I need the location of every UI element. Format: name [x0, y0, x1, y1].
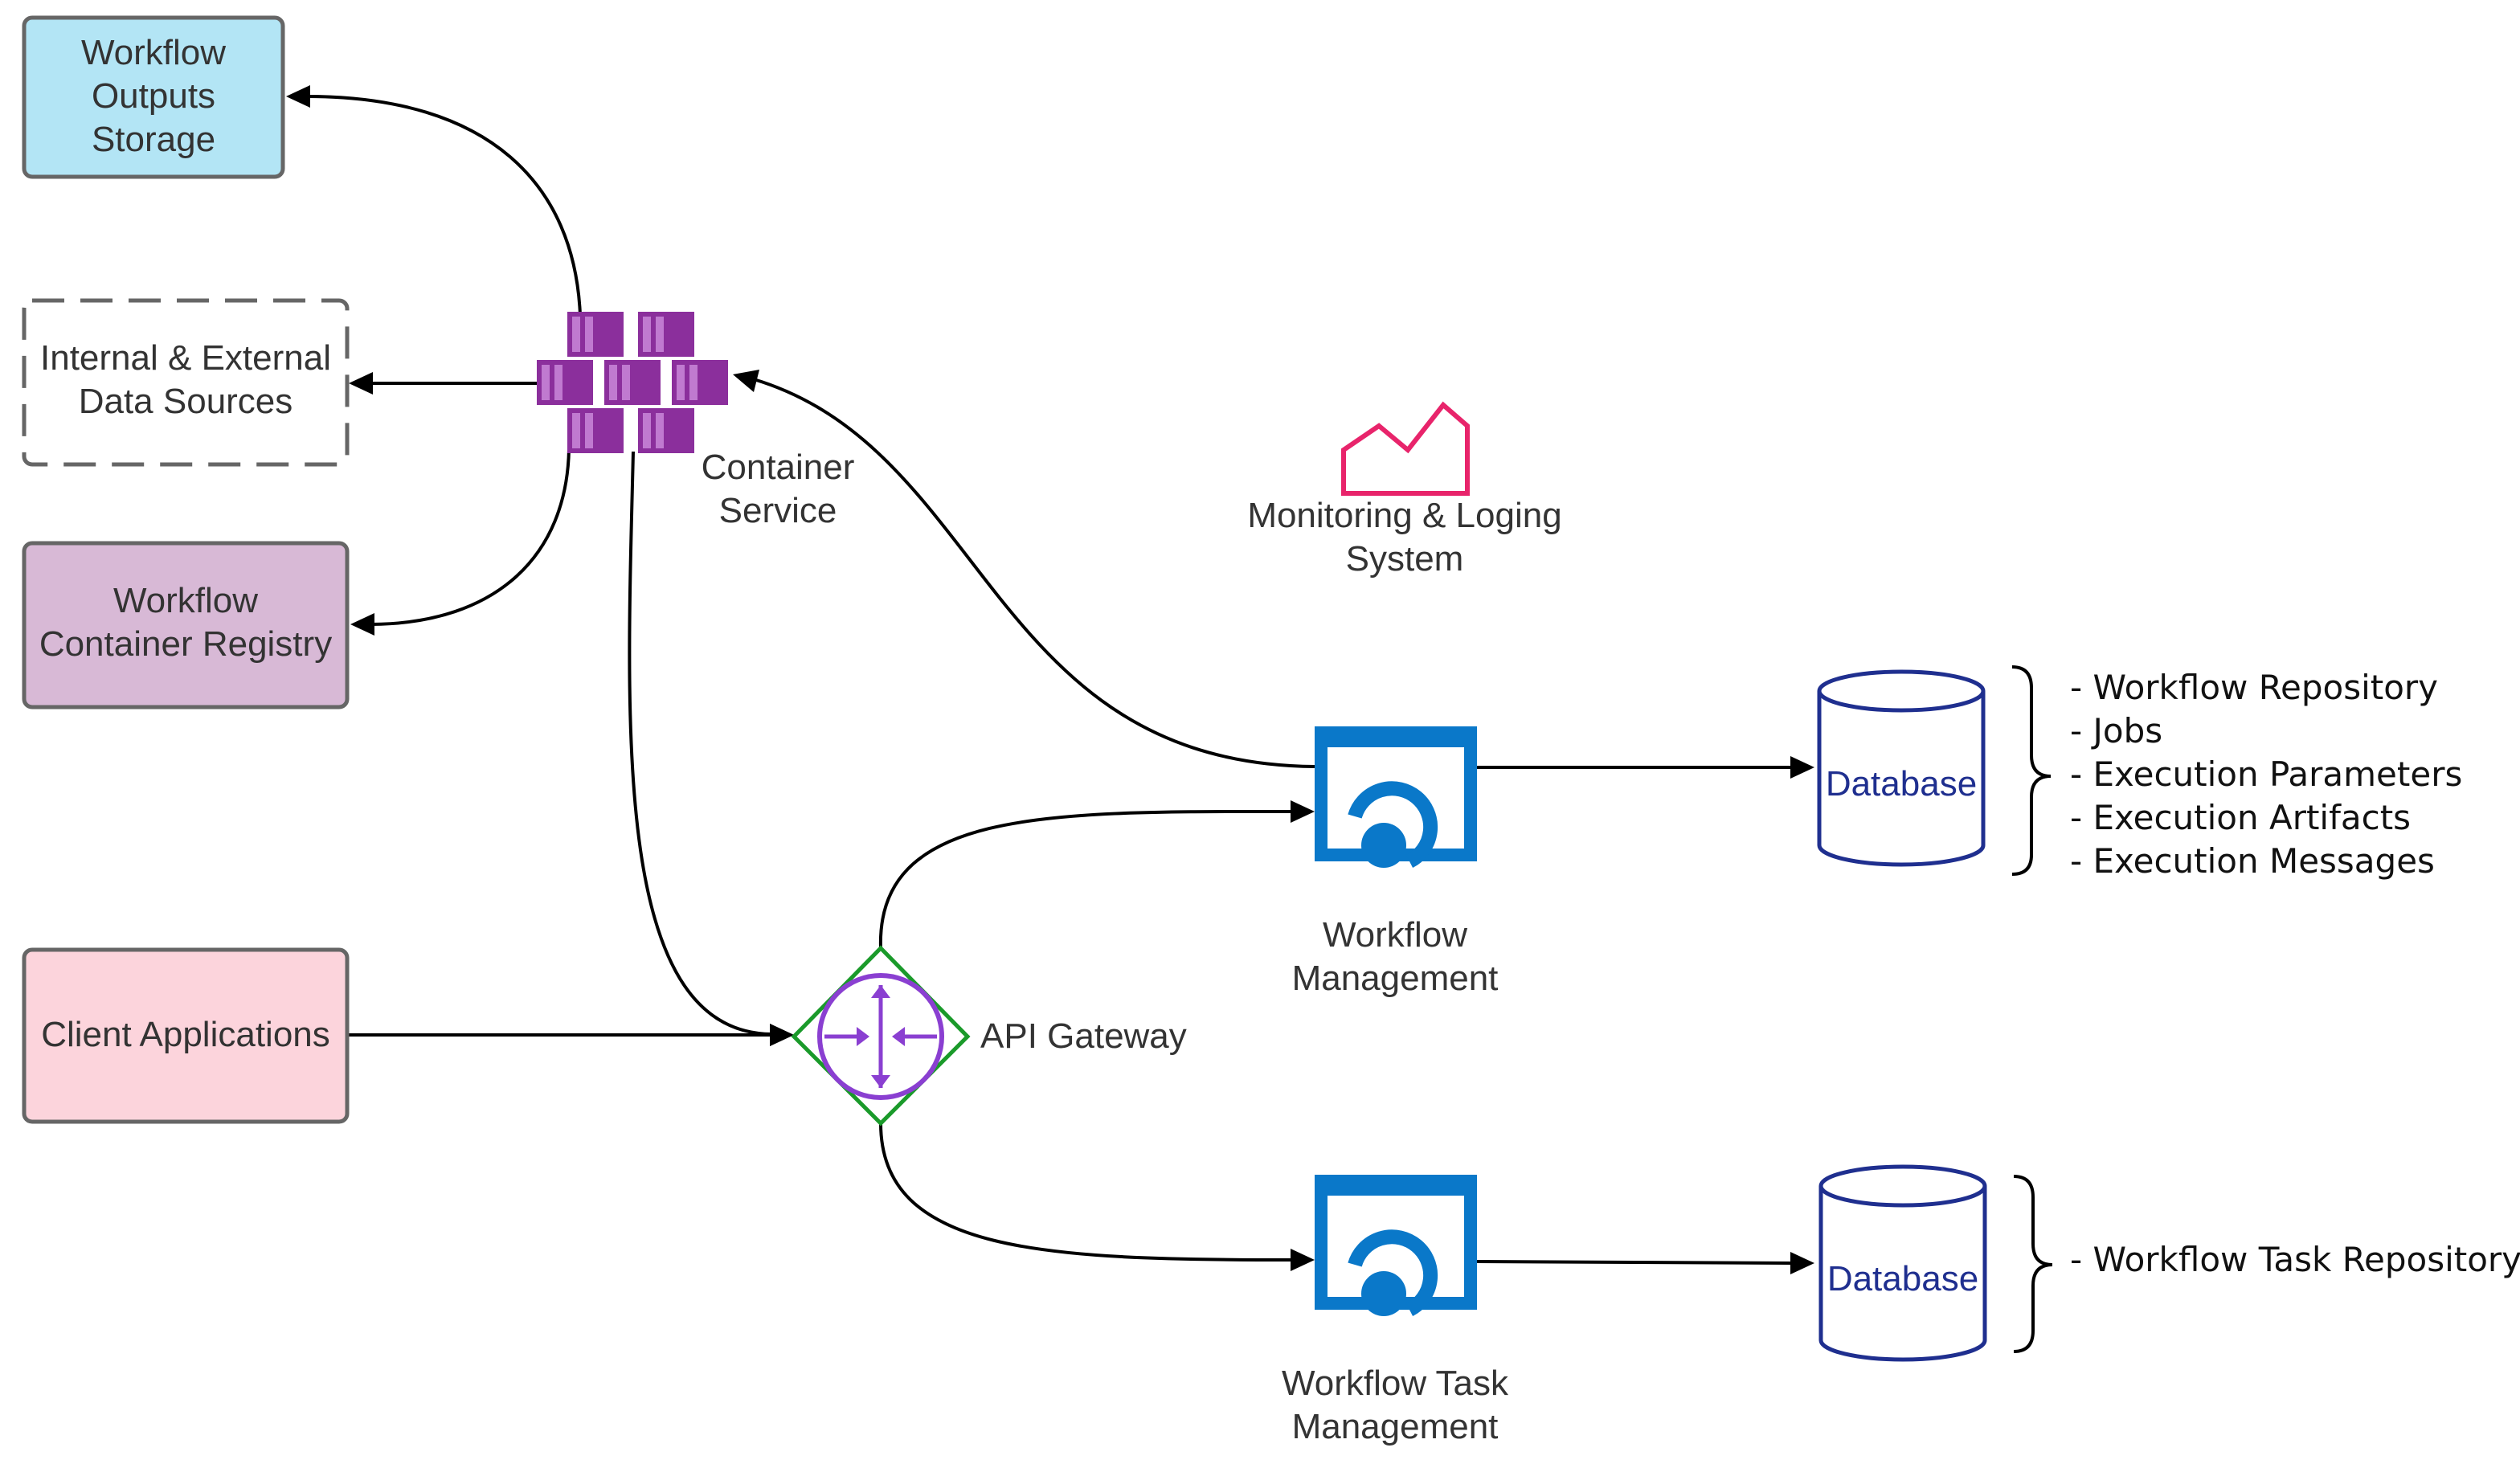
task-mgmt-line-1: Workflow Task	[1282, 1364, 1509, 1403]
container-registry-line-1: Workflow	[113, 581, 258, 620]
edge-gateway-to-task-mgmt	[879, 1123, 1295, 1262]
container-service-line-1: Container	[702, 448, 855, 487]
db-main-brace	[2011, 665, 2052, 876]
db-task-brace	[2013, 1175, 2053, 1353]
note-item: - Jobs	[2070, 711, 2162, 750]
container-cube	[537, 360, 593, 405]
container-registry-node[interactable]: Workflow Container Registry	[22, 541, 350, 710]
arrowhead-outputs-storage	[286, 85, 310, 108]
note-item: - Execution Messages	[2070, 841, 2435, 881]
edge-container-to-api-gateway	[628, 451, 772, 1036]
outputs-storage-line-3: Storage	[92, 120, 215, 159]
api-gateway-icon[interactable]	[791, 945, 971, 1127]
arrowhead-workflow-mgmt	[1291, 800, 1315, 823]
data-sources-line-1: Internal & External	[40, 338, 331, 378]
container-registry-box	[22, 541, 350, 710]
edge-task-mgmt-to-db	[1476, 1260, 1793, 1265]
monitoring-line-1: Monitoring & Loging	[1247, 496, 1561, 535]
data-sources-box	[22, 298, 350, 467]
data-sources-line-2: Data Sources	[79, 382, 293, 421]
data-sources-node[interactable]: Internal & External Data Sources	[22, 298, 350, 467]
note-item: - Workflow Repository	[2070, 668, 2438, 707]
task-mgmt-line-2: Management	[1292, 1407, 1499, 1446]
client-apps-label: Client Applications	[41, 1015, 330, 1054]
container-cube	[604, 360, 661, 405]
container-registry-line-2: Container Registry	[39, 624, 332, 664]
edges	[286, 85, 1814, 1274]
monitoring-line-2: System	[1346, 539, 1464, 579]
container-cube	[638, 312, 694, 357]
container-cube	[672, 360, 728, 405]
arrowhead-registry	[350, 613, 374, 636]
note-item: - Execution Parameters	[2070, 754, 2462, 794]
database-cylinder-icon[interactable]: Database	[1818, 1164, 1987, 1362]
workflow-app-icon[interactable]	[1315, 1175, 1477, 1317]
edge-container-to-outputs-storage	[306, 95, 582, 316]
note-item: - Execution Artifacts	[2070, 798, 2411, 837]
edge-gateway-to-workflow-mgmt	[878, 809, 1295, 949]
arrowhead-db-main	[1790, 756, 1814, 779]
workflow-mgmt-line-2: Management	[1292, 959, 1499, 998]
client-apps-box	[22, 947, 350, 1124]
container-service-line-2: Service	[719, 491, 837, 530]
container-cluster-icon[interactable]	[537, 312, 728, 453]
outputs-storage-line-1: Workflow	[81, 33, 226, 72]
arrowhead-api-gateway-left	[770, 1024, 794, 1046]
db-main-notes: - Workflow Repository - Jobs - Execution…	[2070, 668, 2462, 881]
container-cube	[567, 312, 624, 357]
client-apps-node[interactable]: Client Applications	[22, 947, 350, 1124]
edge-container-to-registry	[370, 449, 571, 626]
outputs-storage-box	[22, 15, 285, 179]
outputs-storage-node[interactable]: Workflow Outputs Storage	[22, 15, 285, 179]
arrowhead-task-mgmt	[1291, 1249, 1315, 1271]
arrowhead-db-task	[1790, 1252, 1814, 1274]
monitoring-chart-icon[interactable]	[1341, 401, 1470, 496]
database-cylinder-icon[interactable]: Database	[1817, 669, 1986, 867]
note-item: - Workflow Task Repository	[2070, 1240, 2520, 1279]
workflow-mgmt-line-1: Workflow	[1323, 915, 1467, 955]
container-cube	[638, 408, 694, 453]
workflow-app-icon[interactable]	[1315, 726, 1477, 869]
arrowhead-container-service	[733, 370, 759, 392]
outputs-storage-line-2: Outputs	[92, 76, 215, 116]
arrowhead-data-sources	[349, 372, 373, 395]
api-gateway-label: API Gateway	[980, 1016, 1187, 1056]
container-cube	[567, 408, 624, 453]
db-main-label: Database	[1826, 764, 1977, 804]
edge-workflow-mgmt-to-container	[753, 378, 1315, 768]
db-task-label: Database	[1827, 1259, 1978, 1298]
